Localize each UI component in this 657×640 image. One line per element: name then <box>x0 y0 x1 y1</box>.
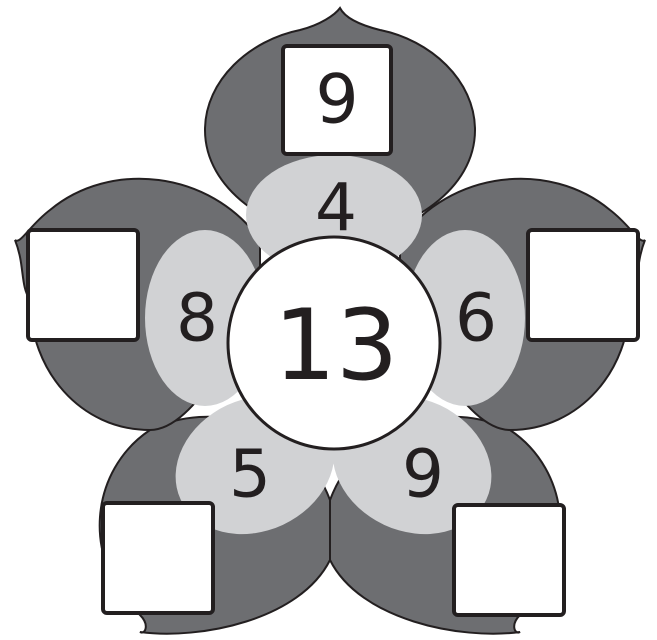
inner-number-lower-right: 9 <box>402 436 444 513</box>
answer-box-top-value: 9 <box>315 61 358 140</box>
inner-number-lower-left: 5 <box>229 436 271 513</box>
center-number: 13 <box>274 289 399 403</box>
answer-box-right[interactable] <box>528 230 638 340</box>
inner-number-top: 4 <box>315 170 357 247</box>
inner-number-left: 8 <box>176 280 218 357</box>
answer-box-left[interactable] <box>28 230 138 340</box>
answer-box-lower-right[interactable] <box>454 505 564 615</box>
answer-box-lower-left[interactable] <box>103 503 213 613</box>
inner-number-right: 6 <box>455 280 497 357</box>
